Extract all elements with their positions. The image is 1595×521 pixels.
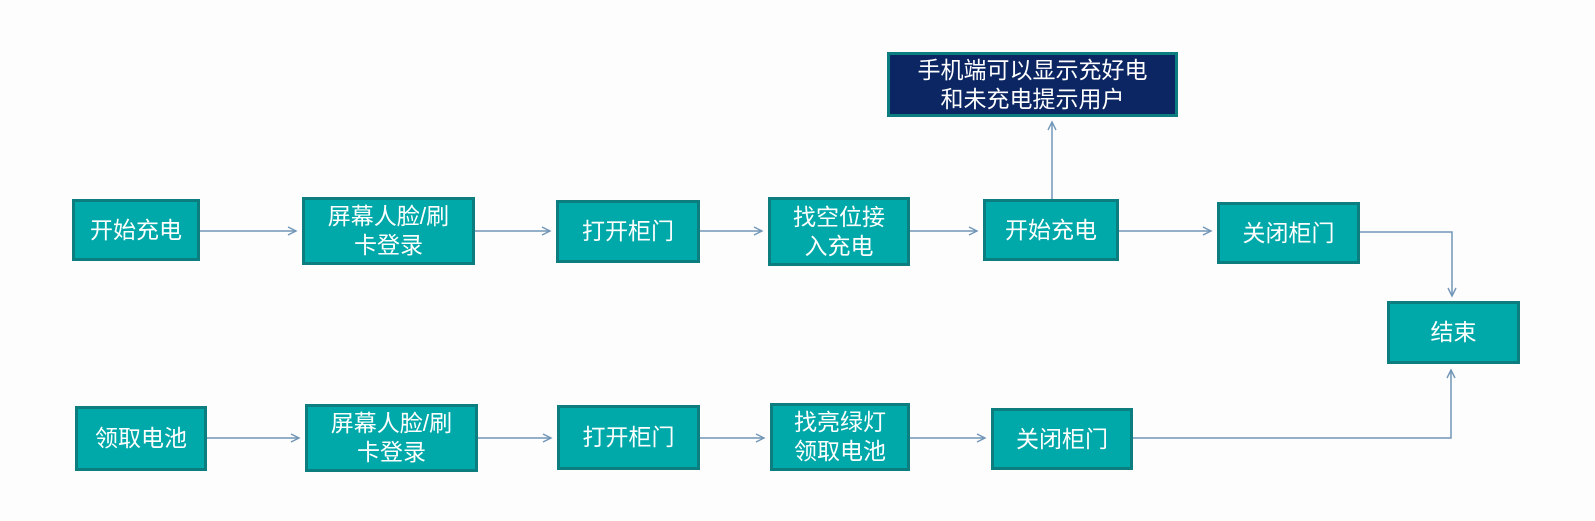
node-label: 屏幕人脸/刷 卡登录	[327, 203, 450, 258]
node-label: 开始充电	[90, 216, 182, 243]
node-start-charging-entry: 开始充电	[72, 199, 200, 261]
node-label: 结束	[1430, 319, 1477, 346]
node-open-door-top: 打开柜门	[556, 200, 700, 263]
node-note-mobile-status: 手机端可以显示充好电 和未充电提示用户	[887, 52, 1178, 117]
node-label: 关闭柜门	[1016, 425, 1108, 452]
node-label: 屏幕人脸/刷 卡登录	[330, 410, 453, 465]
node-label: 关闭柜门	[1242, 219, 1335, 246]
node-open-door-bottom: 打开柜门	[557, 405, 700, 470]
node-label: 打开柜门	[582, 218, 674, 245]
node-close-door-bottom: 关闭柜门	[991, 408, 1133, 470]
node-label: 找空位接 入充电	[793, 203, 885, 259]
edge-top-close-to-end	[1360, 231, 1457, 298]
node-label: 打开柜门	[582, 424, 675, 451]
node-login-bottom: 屏幕人脸/刷 卡登录	[305, 404, 478, 472]
node-label: 开始充电	[1005, 216, 1097, 243]
node-end: 结束	[1387, 301, 1520, 364]
node-label: 领取电池	[95, 425, 187, 452]
node-label: 找亮绿灯 领取电池	[794, 409, 886, 464]
node-label: 手机端可以显示充好电 和未充电提示用户	[917, 56, 1148, 112]
node-collect-battery-entry: 领取电池	[75, 406, 207, 471]
node-find-slot-plug-in: 找空位接 入充电	[768, 197, 910, 266]
node-close-door-top: 关闭柜门	[1217, 202, 1360, 264]
node-find-green-light-collect: 找亮绿灯 领取电池	[770, 403, 910, 471]
node-login-top: 屏幕人脸/刷 卡登录	[302, 197, 475, 265]
edge-bottom-close-to-end	[1133, 368, 1456, 439]
node-start-charging-step: 开始充电	[983, 199, 1119, 261]
